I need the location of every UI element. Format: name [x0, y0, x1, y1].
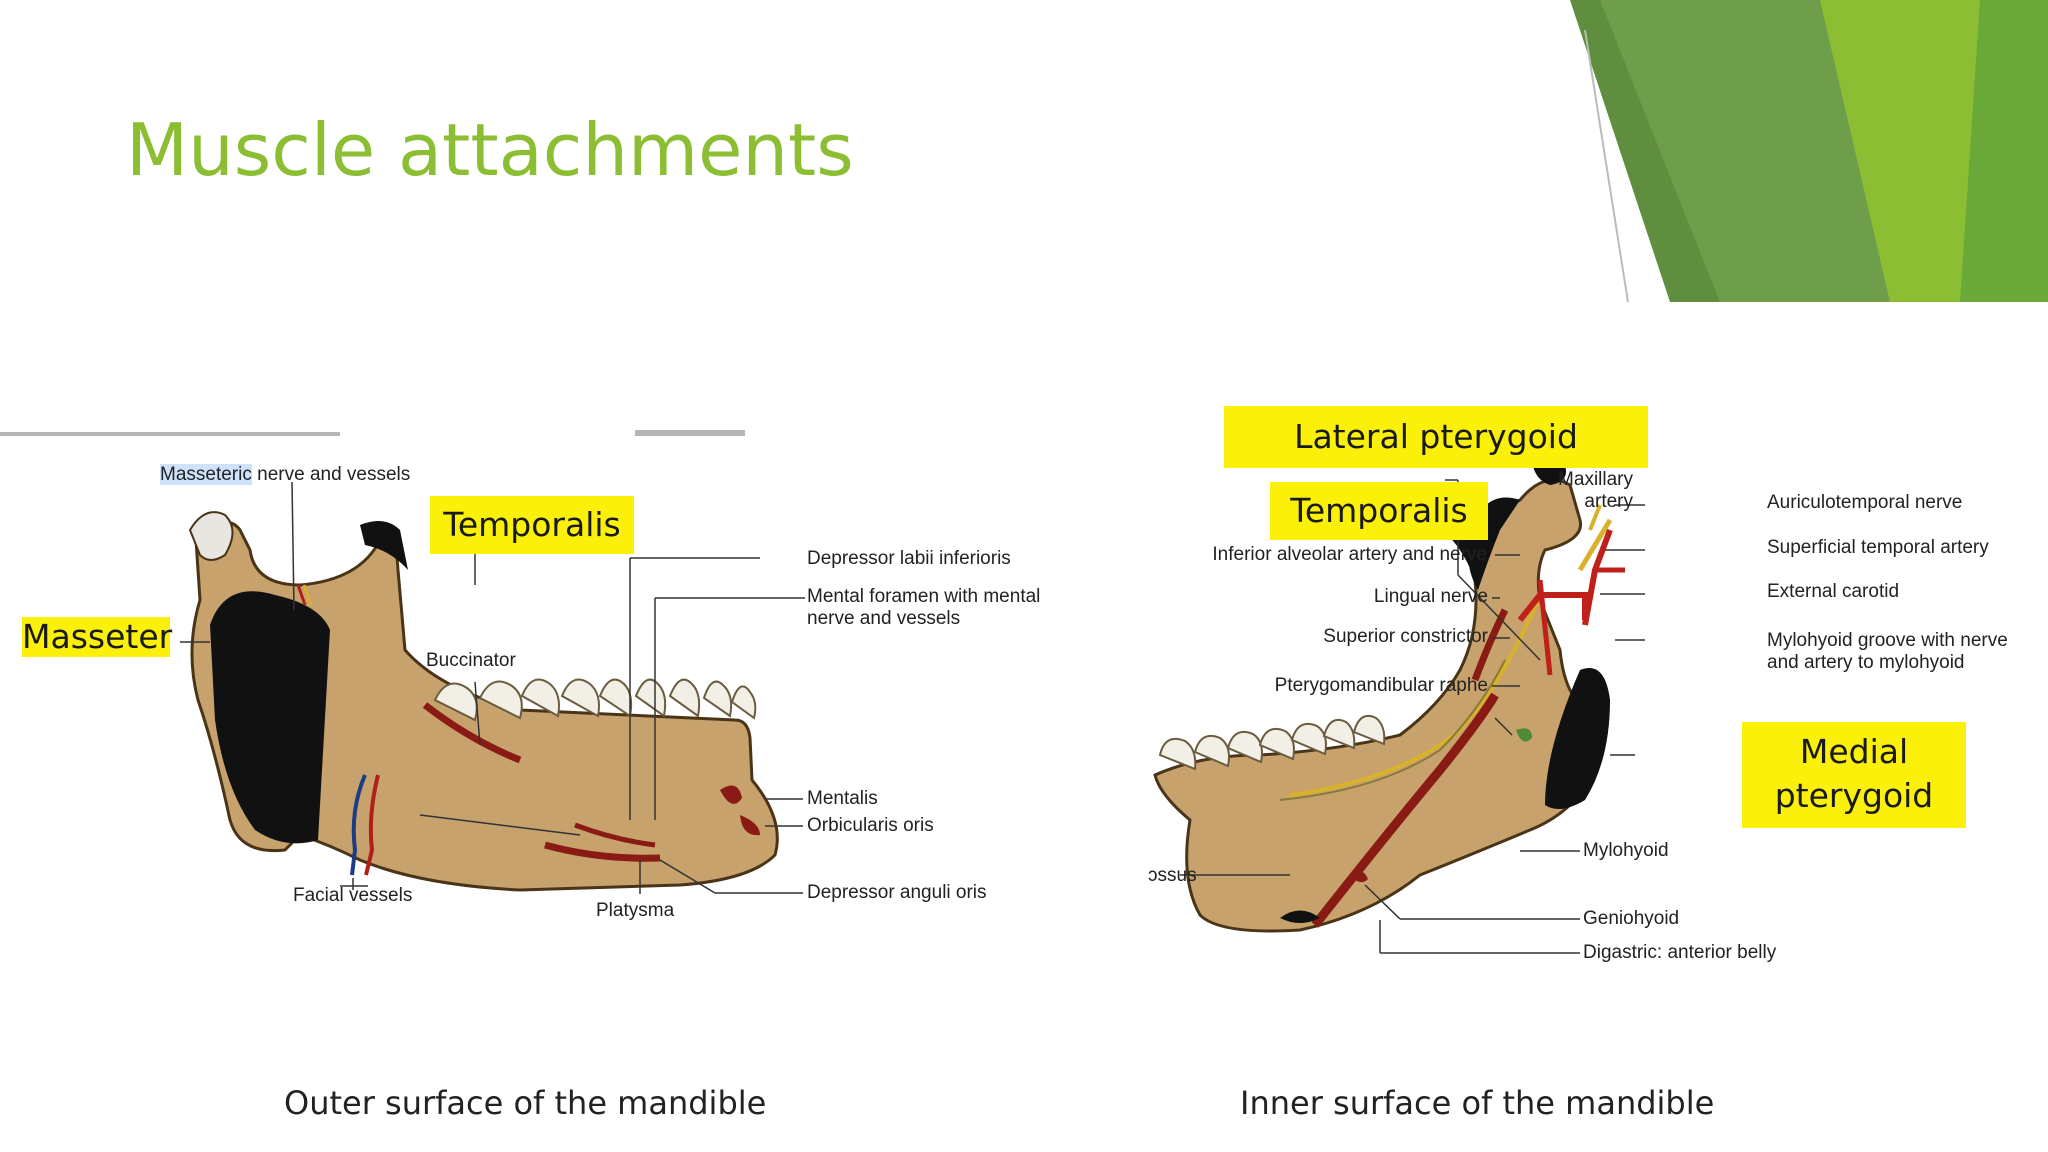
label-mental-foramen-line2: nerve and vessels	[807, 608, 961, 629]
label-masseteric-rest: nerve and vessels	[251, 464, 411, 485]
highlight-masseter: Masseter	[22, 617, 173, 657]
highlight-medial-pterygoid-line2: pterygoid	[1774, 776, 1934, 815]
label-buccinator: Buccinator	[426, 650, 516, 671]
label-mentalis: Mentalis	[807, 788, 878, 809]
caption-inner-surface: Inner surface of the mandible	[1240, 1084, 1715, 1122]
label-geniohyoid: Geniohyoid	[1583, 908, 1680, 929]
label-platysma: Platysma	[596, 900, 675, 921]
label-lingual-nerve: Lingual nerve	[1373, 586, 1488, 607]
label-maxillary-artery: Maxillary	[1558, 469, 1633, 490]
label-digastric-anterior-belly: Digastric: anterior belly	[1583, 942, 1777, 963]
label-masseteric-nerve: Masseteric nerve and vessels	[160, 464, 410, 486]
label-inferior-alveolar: Inferior alveolar artery and nerve	[1212, 544, 1487, 565]
slide-title: Muscle attachments	[126, 108, 854, 192]
mandible-outer-bone	[190, 519, 779, 892]
label-depressor-anguli-oris: Depressor anguli oris	[807, 882, 987, 903]
teeth	[433, 678, 757, 722]
highlight-temporalis-outer: Temporalis	[430, 496, 634, 554]
highlight-lateral-pterygoid: Lateral pterygoid	[1224, 406, 1648, 468]
teeth	[1158, 714, 1386, 771]
highlight-temporalis-inner: Temporalis	[1270, 482, 1488, 540]
label-orbicularis-oris: Orbicularis oris	[807, 815, 934, 836]
label-superior-constrictor: Superior constrictor	[1323, 626, 1488, 647]
caption-outer-surface: Outer surface of the mandible	[284, 1084, 767, 1122]
label-depressor-labii-inferioris: Depressor labii inferioris	[807, 548, 1011, 569]
label-auriculotemporal-nerve: Auriculotemporal nerve	[1767, 492, 1963, 513]
label-mylohyoid: Mylohyoid	[1583, 840, 1669, 861]
highlight-medial-pterygoid-line1: Medial	[1799, 732, 1909, 771]
inner-mandible-figure	[1153, 439, 1645, 954]
label-maxillary-artery-line2: artery	[1584, 491, 1633, 512]
label-external-carotid: External carotid	[1767, 581, 1900, 602]
label-pterygomandibular-raphe: Pterygomandibular raphe	[1274, 675, 1488, 696]
highlight-medial-pterygoid: Medial pterygoid	[1742, 722, 1966, 828]
mandible-inner-bone	[1153, 478, 1605, 933]
label-mental-foramen: Mental foramen with mental	[807, 586, 1041, 607]
label-mylohyoid-groove-line2: and artery to mylohyoid	[1767, 652, 1965, 673]
label-glossus-partial: ɔssus	[1148, 865, 1197, 886]
label-facial-vessels: Facial vessels	[293, 885, 413, 906]
label-mylohyoid-groove: Mylohyoid groove with nerve	[1767, 630, 2008, 651]
label-superficial-temporal-artery: Superficial temporal artery	[1767, 537, 1989, 558]
selected-text: Masseteric	[160, 464, 252, 485]
masseter-area	[210, 591, 330, 844]
outer-mandible-figure	[0, 430, 805, 894]
